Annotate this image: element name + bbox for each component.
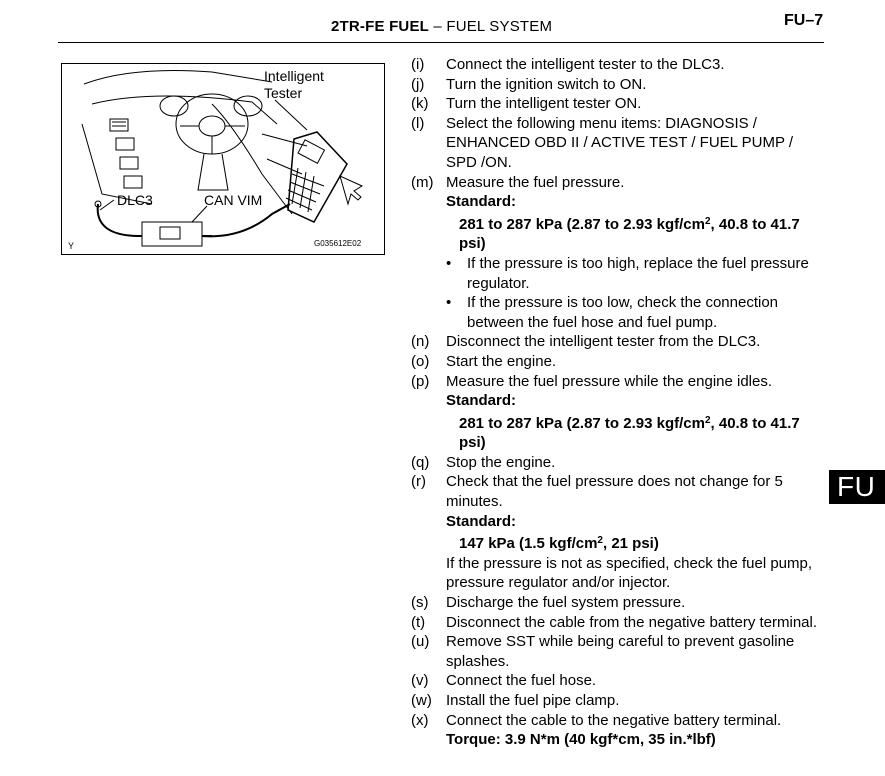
step-w: (w) Install the fuel pipe clamp. bbox=[411, 691, 825, 711]
label-tester: Tester bbox=[264, 85, 303, 101]
step-marker: (p) bbox=[411, 372, 430, 390]
bullet-text: If the pressure is too low, check the co… bbox=[467, 294, 779, 331]
step-text: Check that the fuel pressure does not ch… bbox=[446, 473, 783, 511]
figure-code: G035612E02 bbox=[314, 239, 362, 248]
step-v: (v) Connect the fuel hose. bbox=[411, 671, 825, 691]
procedure-steps: (i) Connect the intelligent tester to the… bbox=[411, 55, 825, 750]
step-text: Select the following menu items: DIAGNOS… bbox=[446, 114, 794, 171]
step-marker: (q) bbox=[411, 453, 430, 471]
step-marker: (r) bbox=[411, 473, 426, 491]
step-x: (x) Connect the cable to the negative bat… bbox=[411, 711, 825, 731]
step-m: (m) Measure the fuel pressure. bbox=[411, 173, 825, 193]
label-can-vim: CAN VIM bbox=[204, 192, 263, 208]
spec-text: , 40.8 to 41.7 psi) bbox=[459, 414, 800, 452]
step-s: (s) Discharge the fuel system pressure. bbox=[411, 593, 825, 613]
bullet-mark: • bbox=[446, 254, 452, 272]
label-dlc3: DLC3 bbox=[117, 192, 153, 208]
standard-spec: 147 kPa (1.5 kgf/cm2, 21 psi) bbox=[411, 534, 825, 554]
step-marker: (n) bbox=[411, 333, 430, 351]
step-text: Connect the fuel hose. bbox=[446, 672, 597, 690]
step-marker: (o) bbox=[411, 352, 430, 370]
step-text: Measure the fuel pressure while the engi… bbox=[446, 372, 773, 390]
header-dash: – bbox=[433, 18, 442, 35]
step-j: (j) Turn the ignition switch to ON. bbox=[411, 75, 825, 95]
step-i: (i) Connect the intelligent tester to the… bbox=[411, 55, 825, 75]
spec-text: 147 kPa (1.5 kgf/cm bbox=[459, 535, 598, 553]
page-number: FU–7 bbox=[784, 12, 824, 29]
section-tab: FU bbox=[829, 470, 885, 504]
bullet-item: • If the pressure is too low, check the c… bbox=[411, 293, 825, 332]
step-marker: (k) bbox=[411, 95, 429, 113]
step-p: (p) Measure the fuel pressure while the e… bbox=[411, 372, 825, 392]
standard-spec: 281 to 287 kPa (2.87 to 2.93 kgf/cm2, 40… bbox=[411, 215, 825, 254]
step-text: Install the fuel pipe clamp. bbox=[446, 692, 620, 709]
bullet-item: • If the pressure is too high, replace th… bbox=[411, 254, 825, 293]
step-marker: (t) bbox=[411, 613, 426, 631]
header-model: 2TR-FE FUEL bbox=[331, 18, 430, 35]
standard-label: Standard: bbox=[446, 193, 517, 211]
step-marker: (u) bbox=[411, 633, 430, 651]
spec-superscript: 2 bbox=[597, 535, 603, 547]
step-text: Disconnect the cable from the negative b… bbox=[446, 613, 818, 631]
step-k: (k) Turn the intelligent tester ON. bbox=[411, 94, 825, 114]
standard-label: Standard: bbox=[446, 392, 517, 410]
step-marker: (x) bbox=[411, 711, 429, 729]
step-n: (n) Disconnect the intelligent tester fro… bbox=[411, 332, 825, 352]
step-marker: (j) bbox=[411, 75, 425, 93]
step-text: Turn the intelligent tester ON. bbox=[446, 95, 642, 113]
label-intelligent: Intelligent bbox=[264, 68, 324, 84]
step-text: Turn the ignition switch to ON. bbox=[446, 75, 647, 93]
step-marker: (l) bbox=[411, 114, 425, 132]
step-text: Stop the engine. bbox=[446, 453, 556, 471]
step-marker: (m) bbox=[411, 173, 434, 191]
step-text: Disconnect the intelligent tester from t… bbox=[446, 333, 761, 351]
spec-text: , 40.8 to 41.7 psi) bbox=[459, 215, 800, 253]
step-text: Connect the cable to the negative batter… bbox=[446, 711, 782, 729]
step-l: (l) Select the following menu items: DIAG… bbox=[411, 114, 825, 173]
standard-label: Standard: bbox=[446, 512, 517, 530]
spec-superscript: 2 bbox=[704, 215, 711, 227]
step-r: (r) Check that the fuel pressure does not… bbox=[411, 472, 825, 511]
step-q: (q) Stop the engine. bbox=[411, 453, 825, 473]
dashboard-drawing bbox=[81, 70, 364, 247]
torque-spec: Torque: 3.9 N*m (40 kgf*cm, 35 in.*lbf) bbox=[446, 731, 716, 749]
step-marker: (i) bbox=[411, 56, 425, 73]
spec-text: , 21 psi) bbox=[602, 535, 659, 553]
step-text: Connect the intelligent tester to the DL… bbox=[446, 56, 725, 73]
step-text: Remove SST while being careful to preven… bbox=[446, 633, 795, 670]
page-header: 2TR-FE FUEL – FUEL SYSTEM bbox=[331, 18, 552, 35]
spec-text: 281 to 287 kPa (2.87 to 2.93 kgf/cm bbox=[459, 215, 705, 233]
tester-connection-illustration: Intelligent Tester DLC3 CAN VIM Y G03561… bbox=[61, 63, 385, 255]
spec-superscript: 2 bbox=[704, 414, 711, 426]
bullet-mark: • bbox=[446, 294, 452, 312]
header-rule bbox=[58, 42, 824, 43]
step-marker: (w) bbox=[411, 692, 432, 709]
step-text: Discharge the fuel system pressure. bbox=[446, 594, 686, 612]
step-text: Measure the fuel pressure. bbox=[446, 173, 625, 191]
step-note: If the pressure is not as specified, che… bbox=[446, 554, 813, 592]
step-o: (o) Start the engine. bbox=[411, 352, 825, 372]
corner-mark: Y bbox=[68, 241, 75, 251]
step-marker: (v) bbox=[411, 672, 429, 690]
step-t: (t) Disconnect the cable from the negativ… bbox=[411, 613, 825, 633]
step-u: (u) Remove SST while being careful to pre… bbox=[411, 632, 825, 671]
step-text: Start the engine. bbox=[446, 352, 557, 370]
spec-text: 281 to 287 kPa (2.87 to 2.93 kgf/cm bbox=[459, 414, 705, 432]
header-section: FUEL SYSTEM bbox=[446, 18, 553, 35]
bullet-text: If the pressure is too high, replace the… bbox=[467, 254, 809, 292]
step-marker: (s) bbox=[411, 594, 429, 612]
standard-spec: 281 to 287 kPa (2.87 to 2.93 kgf/cm2, 40… bbox=[411, 414, 825, 453]
